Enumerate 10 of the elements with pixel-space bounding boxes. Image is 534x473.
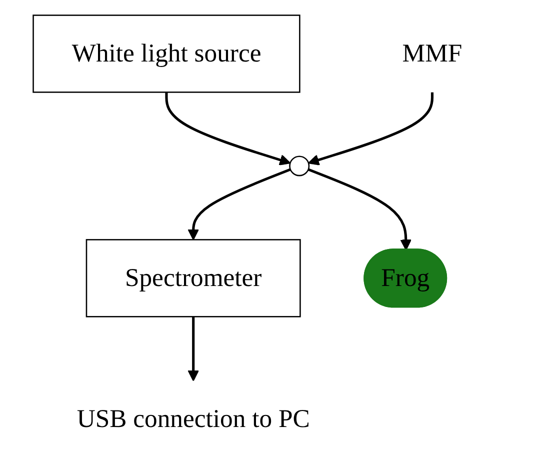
node-text: USB connection to PC [76, 405, 310, 434]
arrow [188, 168, 291, 240]
arrow [308, 168, 412, 250]
arrow [188, 316, 200, 382]
node-box: Spectrometer [86, 239, 301, 318]
node-box: White light source [32, 14, 300, 93]
node-text: MMF [402, 40, 462, 68]
arrow [308, 92, 434, 166]
arrow [165, 92, 291, 166]
node-circle [289, 156, 310, 176]
